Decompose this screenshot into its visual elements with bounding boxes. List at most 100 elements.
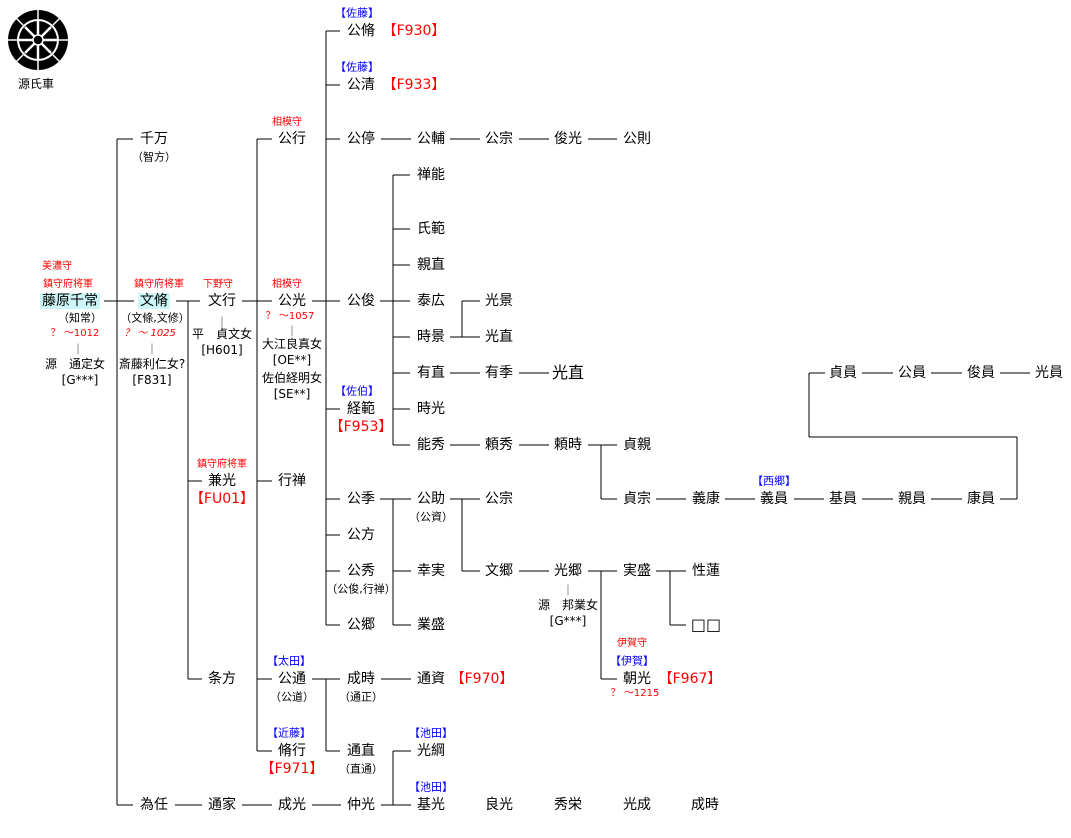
person-fumiyoshi: 文脩 <box>138 293 170 309</box>
spouse: 源 通定女 <box>44 357 106 371</box>
person-name: 通資 <box>417 671 445 687</box>
person-name: 義康 <box>692 491 720 507</box>
spouse-code: [G***] <box>549 614 587 628</box>
person-name: 光直 <box>551 363 585 382</box>
alias: （公俊,行禅） <box>326 582 396 596</box>
clan-tag: 【佐藤】 <box>335 6 379 20</box>
person-name: 性蓮 <box>692 563 720 579</box>
family-code: 【FU01】 <box>189 491 255 507</box>
person-name: 条方 <box>208 671 236 687</box>
person-name: 仲光 <box>347 797 375 813</box>
office-title: 伊賀守 <box>617 638 647 649</box>
life-dates: ？ ～1057 <box>265 311 315 322</box>
person-fujiwara-chitsune: 藤原千常 <box>40 293 100 309</box>
person-name: 千万 <box>140 131 168 147</box>
person-name: 通家 <box>208 797 236 813</box>
person-name: 光綱 <box>417 743 445 759</box>
person-name: 公則 <box>623 131 651 147</box>
person-name: 時景 <box>417 329 445 345</box>
person-name: 公停 <box>347 131 375 147</box>
person-name: 貞員 <box>829 365 857 381</box>
person-name: 公輔 <box>417 131 445 147</box>
alias: （通正） <box>339 690 383 704</box>
office-title: 相模守 <box>272 117 302 128</box>
person-name: 脩行 <box>278 743 306 759</box>
spouse-code: [G***] <box>61 373 99 387</box>
person-name: 公方 <box>347 527 375 543</box>
person-name: 経範 <box>347 401 375 417</box>
person-name: 公助 <box>417 491 445 507</box>
spouse-code: [OE**] <box>272 353 312 367</box>
person-name: 秀栄 <box>554 797 582 813</box>
person-name: 成光 <box>278 797 306 813</box>
life-dates: ？ ～1215 <box>610 688 660 699</box>
family-code: 【F930】 <box>382 23 446 39</box>
person-name: 公宗 <box>485 491 513 507</box>
person-name: 公季 <box>347 491 375 507</box>
person-name: 光郷 <box>554 563 582 579</box>
person-name: 泰広 <box>417 293 445 309</box>
marriage-mark: | <box>150 341 154 355</box>
office-title: 下野守 <box>203 279 233 290</box>
life-dates: ？ ～ 1025 <box>124 328 176 339</box>
office-title: 美濃守 <box>42 261 72 272</box>
alias: （直通） <box>339 762 383 776</box>
office-title: 鎮守府将軍 <box>134 279 184 290</box>
clan-tag: 【池田】 <box>409 726 453 740</box>
person-name: 公清 <box>347 77 375 93</box>
person-name: 光成 <box>623 797 651 813</box>
person-name: 氏範 <box>417 221 445 237</box>
marriage-mark: | <box>220 314 224 328</box>
person-name: 俊光 <box>554 131 582 147</box>
person-name: 行禅 <box>278 473 306 489</box>
clan-tag: 【近藤】 <box>267 726 311 740</box>
person-name: 公俊 <box>347 293 375 309</box>
person-name: 頼秀 <box>485 437 513 453</box>
spouse-code: [H601] <box>201 343 243 357</box>
person-name: 有季 <box>485 365 513 381</box>
office-title: 鎮守府将軍 <box>43 279 93 290</box>
clan-tag: 【太田】 <box>267 654 311 668</box>
person-name: 公宗 <box>485 131 513 147</box>
person-name: 良光 <box>485 797 513 813</box>
person-name: 光員 <box>1035 365 1063 381</box>
person-name: 能秀 <box>417 437 445 453</box>
family-code: 【F967】 <box>658 671 722 687</box>
person-name: 公員 <box>898 365 926 381</box>
clan-tag: 【佐伯】 <box>335 384 379 398</box>
person-name: 業盛 <box>417 617 445 633</box>
office-title: 鎮守府将軍 <box>197 459 247 470</box>
clan-tag: 【西郷】 <box>752 474 796 488</box>
person-name: 通直 <box>347 743 375 759</box>
person-name: 康員 <box>967 491 995 507</box>
life-dates: ？ ～1012 <box>50 328 100 339</box>
spouse: 斎藤利仁女? <box>118 357 186 371</box>
spouse-code: [SE**] <box>273 387 311 401</box>
person-name: 成時 <box>691 797 719 813</box>
person-name: 兼光 <box>208 473 236 489</box>
person-name: 禅能 <box>417 167 445 183</box>
family-code: 【F953】 <box>329 419 393 435</box>
person-name: 実盛 <box>623 563 651 579</box>
person-name: 親直 <box>417 257 445 273</box>
person-name: 文行 <box>208 293 236 309</box>
person-name: 公通 <box>278 671 306 687</box>
alias: （公道） <box>270 690 314 704</box>
person-name: 公郷 <box>347 617 375 633</box>
office-title: 相模守 <box>272 279 302 290</box>
person-name: 光景 <box>485 293 513 309</box>
person-name: 公行 <box>278 131 306 147</box>
spouse-code: [F831] <box>132 373 172 387</box>
person-name: 成時 <box>347 671 375 687</box>
person-name: 親員 <box>898 491 926 507</box>
clan-tag: 【佐藤】 <box>335 60 379 74</box>
person-name: 貞親 <box>623 437 651 453</box>
person-name: 頼時 <box>554 437 582 453</box>
alias: （公資） <box>409 510 453 524</box>
spouse: 佐伯経明女 <box>261 371 323 385</box>
spouse: 大江良真女 <box>261 337 323 351</box>
person-name: 文郷 <box>485 563 513 579</box>
spouse: 源 邦業女 <box>537 598 599 612</box>
alias: （智方） <box>132 150 176 164</box>
